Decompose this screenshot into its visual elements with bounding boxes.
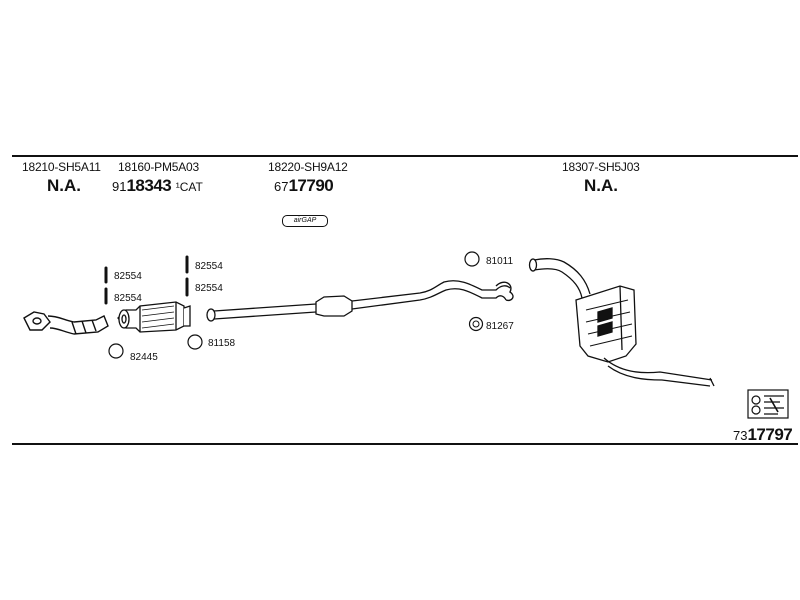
oe-number-middle-pipe: 18220-SH9A12 xyxy=(268,160,348,174)
catalyst-suffix: ¹CAT xyxy=(175,180,203,194)
oe-number-catalyst: 18160-PM5A03 xyxy=(118,160,199,174)
middle-prefix: 67 xyxy=(274,179,289,194)
diagram-ref-prefix: 73 xyxy=(733,428,748,443)
oe-code-catalyst: 9118343 ¹CAT xyxy=(112,176,203,196)
catalyst-code: 18343 xyxy=(126,176,172,195)
diagram-ref-number: 17797 xyxy=(747,425,793,444)
assembly-reference-icon xyxy=(747,389,789,419)
diagram-reference-number: 7317797 xyxy=(733,425,793,445)
catalyst-prefix: 91 xyxy=(112,179,127,194)
gasket-front xyxy=(108,343,124,359)
middle-code: 17790 xyxy=(288,176,334,195)
part-ring-bottom: 81267 xyxy=(486,321,514,332)
rear-muffler xyxy=(528,258,715,387)
oe-code-middle-pipe: 6717790 xyxy=(274,176,334,196)
ring-bottom xyxy=(468,316,484,332)
part-clamp-right-bottom: 82554 xyxy=(195,283,223,294)
oe-number-rear-muffler: 18307-SH5J03 xyxy=(562,160,640,174)
airgap-badge-text: airGAP xyxy=(293,217,317,224)
part-clamp-right-top: 82554 xyxy=(195,261,223,272)
bottom-rule xyxy=(12,443,798,445)
part-clamp-left-top: 82554 xyxy=(114,271,142,282)
part-gasket-front: 82445 xyxy=(130,352,158,363)
part-gasket-cat: 81158 xyxy=(208,338,236,349)
part-ring-top: 81011 xyxy=(486,256,514,267)
airgap-badge: airGAP xyxy=(282,215,328,227)
front-pipe xyxy=(23,311,109,335)
oe-code-front-pipe: N.A. xyxy=(47,176,81,195)
part-clamp-left-bottom: 82554 xyxy=(114,293,142,304)
middle-pipe xyxy=(206,280,514,322)
catalytic-converter xyxy=(117,301,191,333)
oe-number-front-pipe: 18210-SH5A11 xyxy=(22,160,101,174)
top-rule xyxy=(12,155,798,157)
gasket-cat xyxy=(187,334,203,350)
oe-code-rear-muffler: N.A. xyxy=(584,176,618,195)
ring-top xyxy=(464,251,480,267)
